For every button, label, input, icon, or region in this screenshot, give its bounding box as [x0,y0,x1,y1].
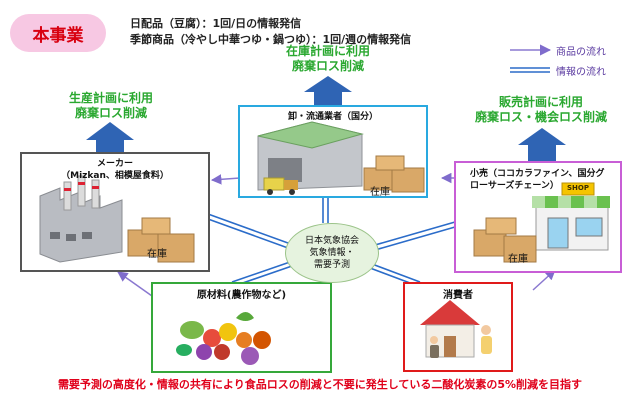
retailer-label-line1: 小売（ココカラファイン、国分グ [470,169,605,179]
wholesaler-goal-line1: 在庫計画に利用 [285,44,370,58]
center-line2: 気象情報・ [309,248,355,258]
retailer-stock-label: 在庫 [508,254,528,265]
info-line-seasonal: 季節商品（冷やし中華つゆ・鍋つゆ）：1回/週の情報発信 [130,33,412,46]
vegetables-icon [176,312,271,365]
legend-goods-flow: 商品の流れ [556,47,606,58]
manufacturer-stock-label: 在庫 [147,249,167,260]
wholesaler-goal-line2: 廃棄ロス削減 [291,59,364,73]
shop-icon [532,182,610,251]
title-badge: 本事業 [10,14,106,52]
wholesaler-stock-label: 在庫 [370,187,390,198]
warehouse-icon [257,121,364,195]
retailer-goal-line1: 販売計画に利用 [498,95,583,109]
wholesaler-label: 卸・流通業者（国分） [287,112,378,122]
wholesaler-cardboard-boxes-icon [363,155,425,193]
weather-association-node: 日本気象協会 気象情報・ 需要予測 [285,223,379,283]
legend-info-arrow [510,67,550,73]
manufacturer-goal-line2: 廃棄ロス削減 [74,106,147,120]
retailer-label: 小売（ココカラファイン、国分グ ローサーズチェーン） [470,168,620,192]
manufacturer-label-line2: （Mizkan、相模屋食料） [61,171,169,181]
consumer-label: 消費者 [443,290,473,301]
retailer-label-line2: ローサーズチェーン） [470,181,559,191]
center-line3: 需要予測 [313,260,350,270]
factory-icon [39,175,123,263]
raw-materials-label: 原材料(農作物など) [196,290,287,301]
wholesaler-goal: 在庫計画に利用 廃棄ロス削減 [273,44,383,74]
shop-sign: SHOP [567,184,589,192]
retailer-cardboard-boxes-icon [473,217,537,263]
info-line-daily: 日配品（豆腐）：1回/日の情報発信 [130,17,302,30]
retailer-goal-line2: 廃棄ロス・機会ロス削減 [474,110,607,124]
manufacturer-cardboard-boxes-icon [127,217,195,263]
manufacturer-goal: 生産計画に利用 廃棄ロス削減 [56,91,166,121]
manufacturer-label-line1: メーカー [96,159,133,169]
retailer-goal: 販売計画に利用 廃棄ロス・機会ロス削減 [466,95,616,125]
legend-info-flow: 情報の流れ [556,67,606,78]
manufacturer-label: メーカー （Mizkan、相模屋食料） [22,158,208,182]
people-icon [430,325,492,358]
center-line1: 日本気象協会 [304,236,359,246]
manufacturer-goal-line1: 生産計画に利用 [68,91,153,105]
footer-goal: 需要予測の高度化・情報の共有により食品ロスの削減と不要に発生している二酸化炭素の… [57,378,583,391]
